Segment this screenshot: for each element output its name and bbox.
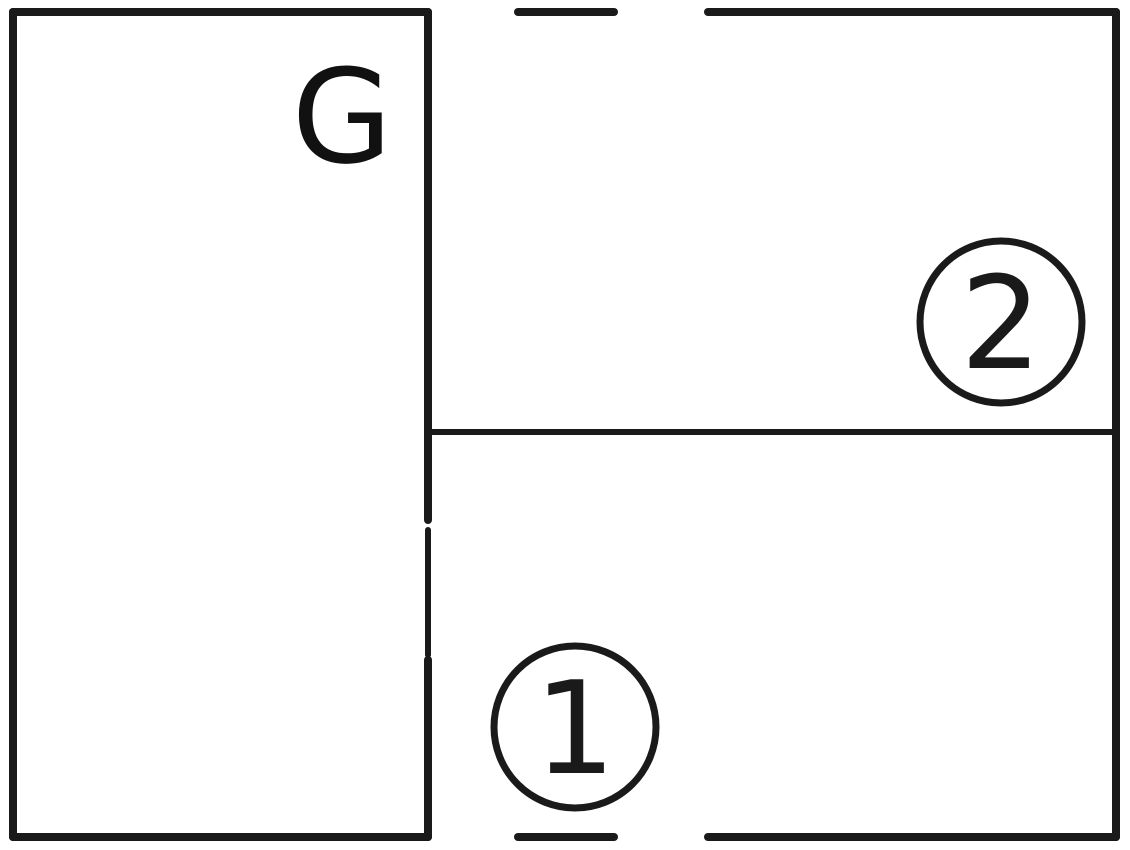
marker-1-circle xyxy=(490,642,660,812)
marker-2: 2 xyxy=(916,237,1086,407)
marker-1-number: 1 xyxy=(534,655,615,804)
room-g-label: G xyxy=(292,41,393,193)
room-g: G xyxy=(9,8,432,841)
marker-2-number: 2 xyxy=(960,250,1041,399)
marker-1: 1 xyxy=(490,642,660,812)
marker-2-circle xyxy=(916,237,1086,407)
